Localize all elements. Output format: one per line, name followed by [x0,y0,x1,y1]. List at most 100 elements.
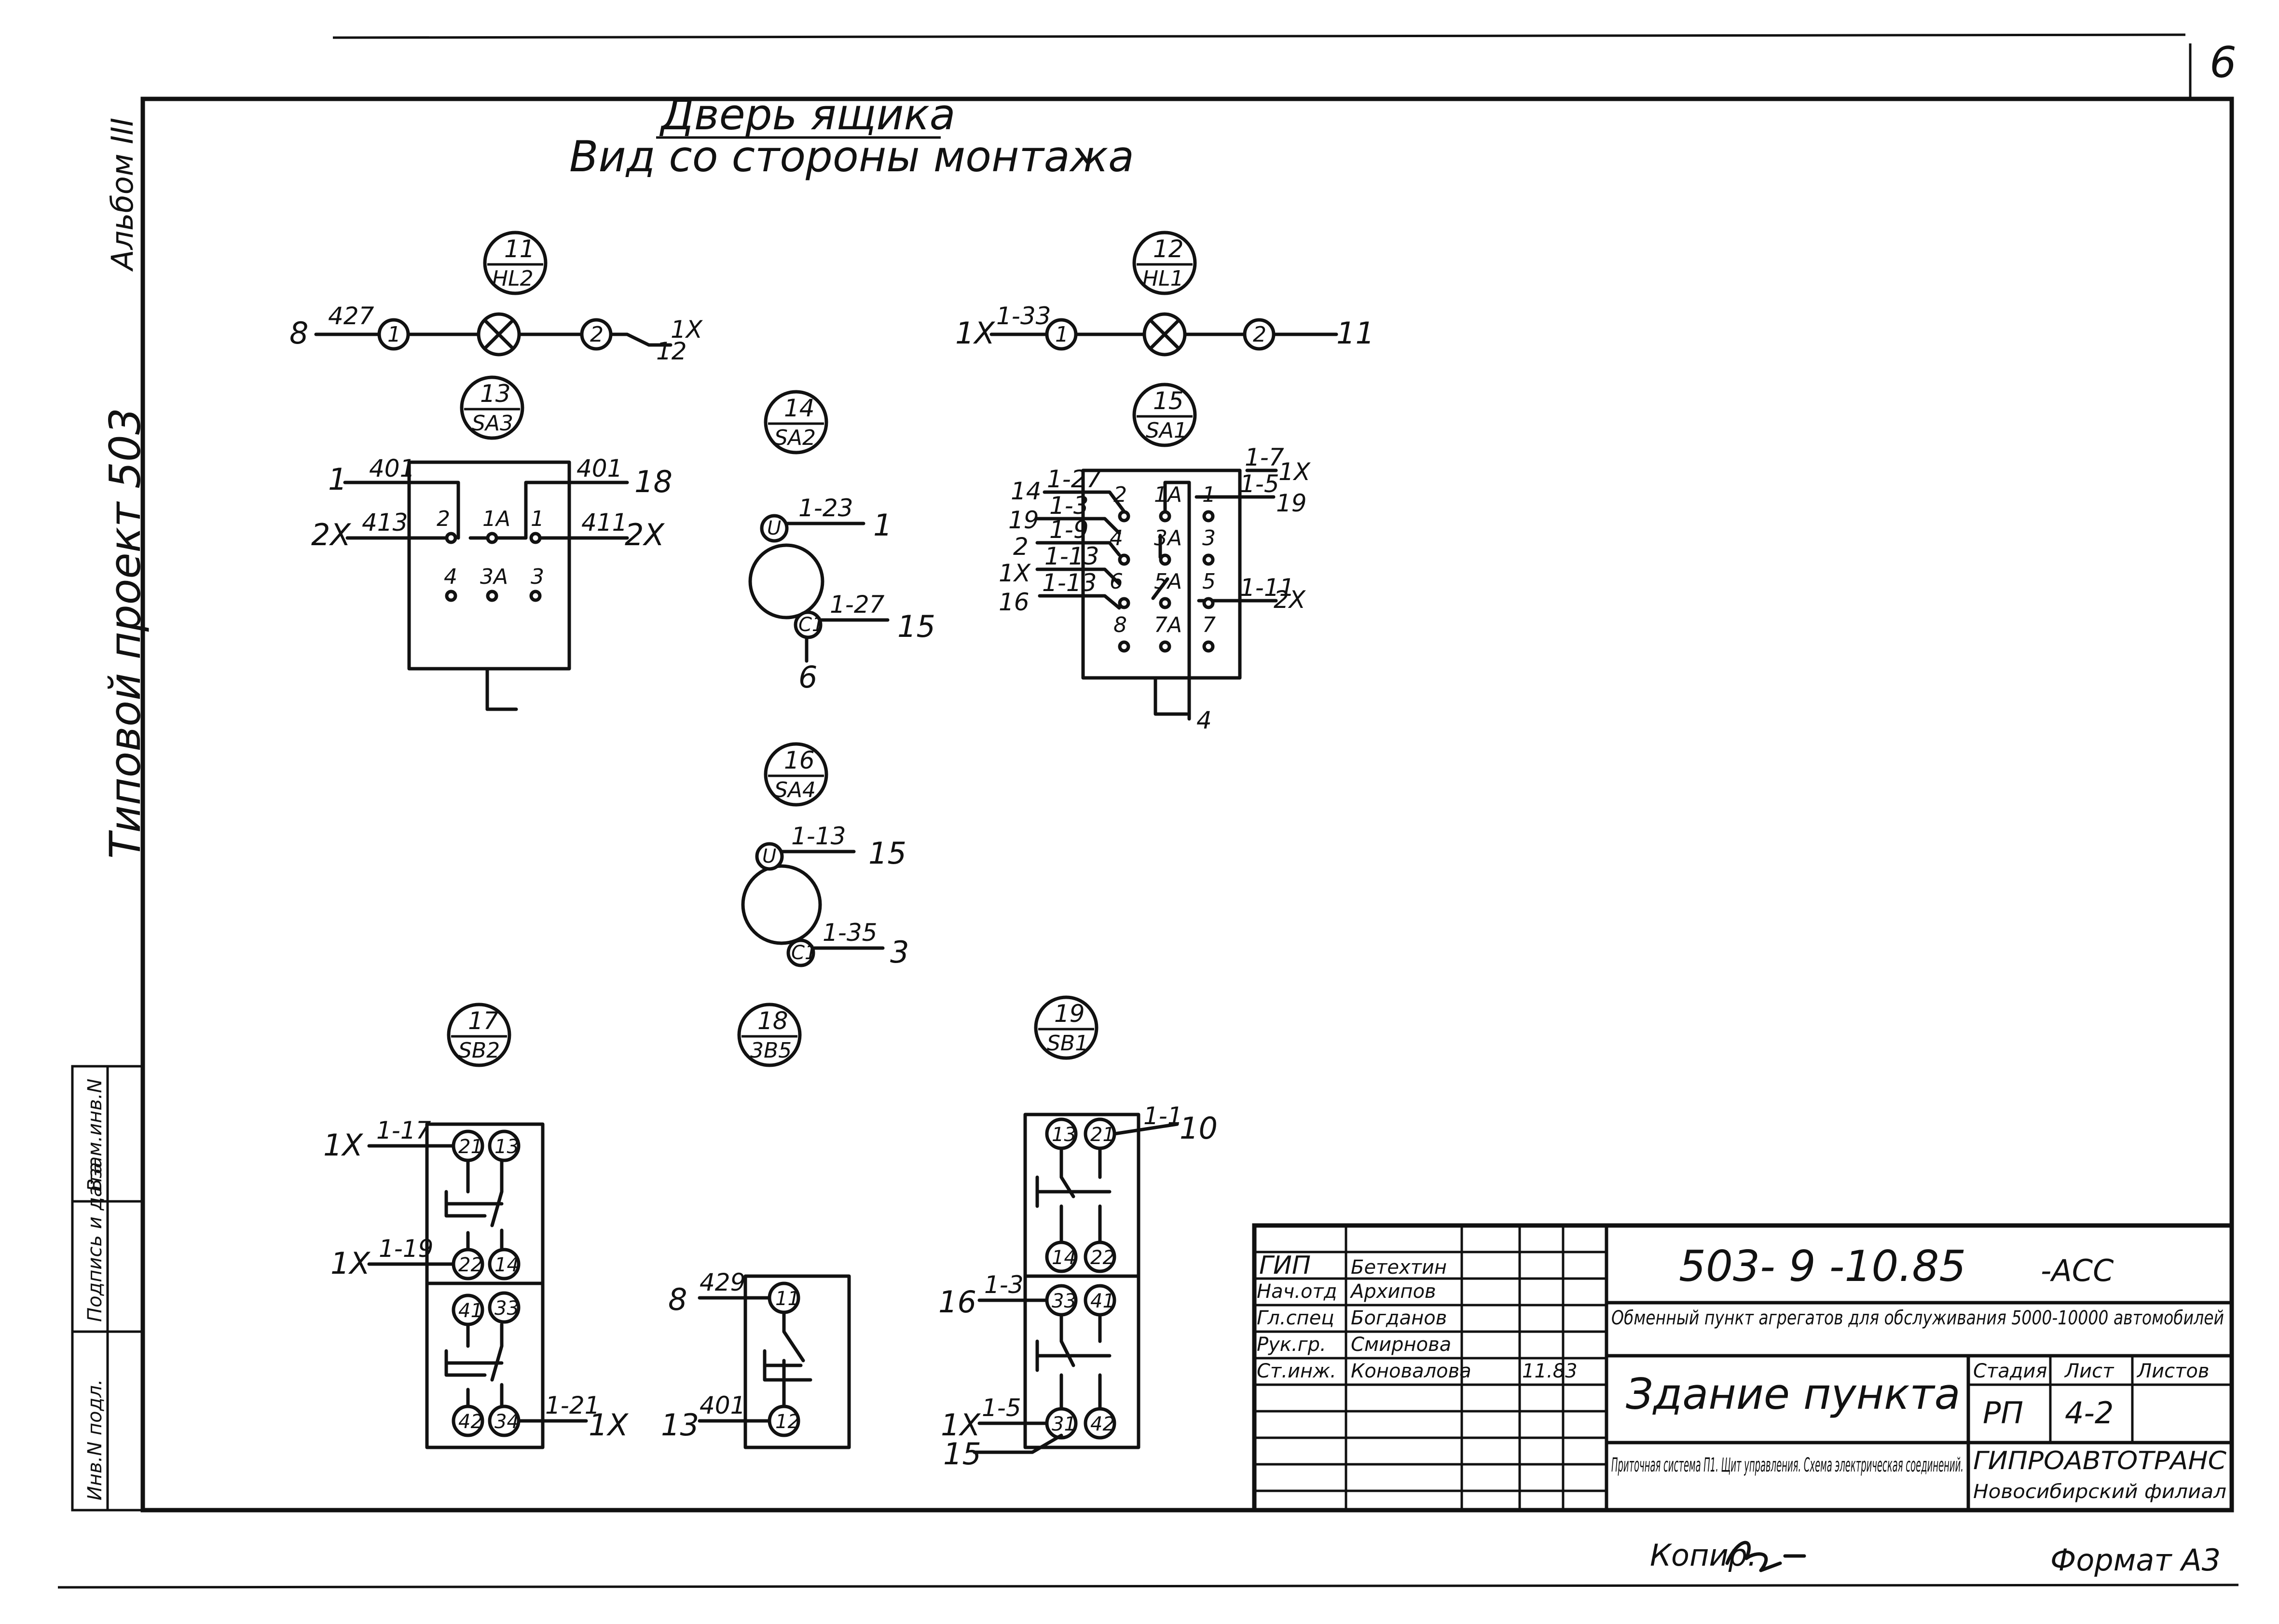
hl2-term-2: 2 [590,322,604,347]
hl2-right-bot: 12 [656,337,687,365]
sheet-frame [57,33,2239,1589]
tb-name-5: Коновалова [1351,1360,1471,1382]
sb1-t-42: 42 [1090,1413,1115,1435]
sb3-label-bot: 13 [661,1407,699,1443]
sa1-right-wire-3: 1-11 [1240,574,1294,602]
sb1-tag: 19 [1054,1000,1085,1028]
sa4-term-bot: C1 [791,942,817,964]
sb2-wire-1: 1-17 [376,1116,431,1144]
tb-role-1: ГИП [1259,1251,1311,1280]
hl1-left-label: 1Х [955,316,995,351]
sa3-right-mid: 2Х [625,517,665,552]
tb-project-title: Обменный пункт агрегатов для обслуживани… [1611,1307,2224,1329]
tb-name-4: Смирнова [1351,1334,1451,1356]
sb1-t-14: 14 [1052,1247,1076,1269]
button-sb2: 17 SB2 21 13 22 14 41 33 42 34 1-17 1-19… [323,1003,629,1449]
sa2-term-top: U [767,517,781,539]
lamp-hl2: 11 HL2 1 2 427 8 1Х 12 [289,231,703,365]
sa1-bottom-label: 4 [1196,706,1212,734]
sa3-wire-tr: 401 [577,454,622,482]
sa1-contacts [1118,510,1215,653]
sa3-c-3a: 3А [480,564,508,589]
hl1-name: HL1 [1142,266,1184,291]
tb-sheet-title: Приточная система П1. Щит управления. Сх… [1611,1454,1963,1476]
sb2-name: SB2 [458,1038,500,1063]
sa1-left-label-5: 16 [999,588,1030,616]
album-label: Альбом III [105,118,140,272]
sa3-left-top: 1 [328,462,347,497]
sheet-number: 6 [2210,38,2237,87]
button-sb1: 19 SB1 13 21 14 22 33 41 31 42 1-1 1-3 1… [938,995,1218,1472]
button-sb3: 18 3В5 11 12 429 401 8 13 [661,1003,851,1449]
sb2-label-1: 1Х [323,1128,363,1163]
sa1-c-6: 6 [1110,569,1123,594]
tb-stage: РП [1983,1395,2023,1431]
sb1-label-mid: 16 [938,1284,976,1320]
sa1-c-2: 2 [1113,482,1127,507]
sa1-right-label-2: 19 [1276,489,1307,517]
switch-sa4: 16 SA4 U C1 1-13 1-35 15 3 [741,742,909,970]
left-margin: Альбом III Типовой проект 503 Инв.N подл… [71,118,150,1512]
sb2-t-22: 22 [458,1254,483,1276]
sb3-wire-bot: 401 [700,1391,745,1419]
tb-building: Здание пункта [1626,1369,1961,1419]
sa1-right-label-1: 1Х [1278,458,1311,486]
sb2-label-3: 1Х [589,1407,629,1443]
tb-role-3: Гл.спец [1257,1307,1334,1329]
sb1-t-31: 31 [1052,1413,1076,1435]
sa3-left-mid: 2Х [311,517,351,552]
sa1-left-label-3: 2 [1013,533,1029,561]
tb-role-4: Рук.гр. [1257,1334,1326,1356]
sa1-left-wire-5: 1-13 [1042,569,1097,597]
sa3-c-2: 2 [437,507,450,531]
sb2-wire-3: 1-21 [545,1391,600,1419]
sa1-left-wire-3: 1-9 [1049,516,1089,544]
sa1-left-wire-2: 1-3 [1049,492,1089,520]
hl1-right-label: 11 [1336,316,1374,351]
sa3-c-4: 4 [444,564,457,589]
tb-doc-suffix: -АСС [2041,1253,2114,1288]
sa1-left-label-1: 14 [1011,477,1042,505]
sa2-tag: 14 [784,394,815,422]
sa2-wire-top: 1-23 [798,494,853,522]
sb2-t-13: 13 [494,1136,519,1158]
sb2-t-41: 41 [458,1300,483,1322]
sa2-name: SA2 [774,426,816,450]
tb-org: ГИПРОАВТОТРАНС [1973,1446,2227,1475]
sa3-c-1a: 1А [482,507,510,531]
switch-sa2: 14 SA2 U C1 1-23 1-27 1 15 6 [748,390,935,695]
sb1-label-bot: 1Х [941,1407,981,1443]
sb3-label-top: 8 [668,1282,687,1317]
sa1-c-7: 7 [1202,613,1216,637]
sa4-wire-top: 1-13 [791,822,846,850]
sb2-label-2: 1Х [330,1246,371,1281]
sa3-tag: 13 [480,380,511,408]
sb3-t-11: 11 [775,1288,800,1310]
sa1-c-5: 5 [1202,569,1216,594]
tb-doc-code: 503- 9 -10.85 [1679,1241,1966,1291]
sb2-t-34: 34 [494,1411,519,1433]
sa1-right-label-3: 2Х [1274,586,1306,614]
sa1-c-1: 1 [1202,482,1216,507]
sb1-wire-top: 1-1 [1143,1102,1183,1130]
sa1-name: SA1 [1146,418,1187,443]
hl2-name: HL2 [492,266,534,291]
sb2-wire-2: 1-19 [379,1235,433,1263]
sa1-c-4: 4 [1110,526,1123,551]
sa1-c-5a: 5А [1154,569,1182,594]
stamp-replace: Взам.инв.N [84,1079,106,1192]
sa1-c-7a: 7А [1154,613,1182,637]
sa4-term-top: U [762,845,776,867]
sa1-c-1a: 1А [1154,482,1182,507]
switch-sa3: 13 SA3 2 1А 1 4 3А 3 401 401 413 411 1 2… [311,375,673,711]
tb-name-2: Архипов [1349,1280,1436,1303]
sa1-c-3: 3 [1202,526,1216,551]
tb-sheet-header: Лист [2064,1360,2114,1382]
sb1-wire-bot: 1-5 [982,1394,1021,1422]
hl2-tag: 11 [504,235,535,263]
sa1-right-wire-2: 1-5 [1240,470,1279,498]
sa4-label-top: 15 [868,836,906,871]
lamp-hl1: 12 HL1 1 2 1-33 1Х 11 [955,231,1374,357]
sa1-left-wire-4: 1-13 [1044,542,1099,570]
sb1-t-33: 33 [1052,1290,1076,1312]
